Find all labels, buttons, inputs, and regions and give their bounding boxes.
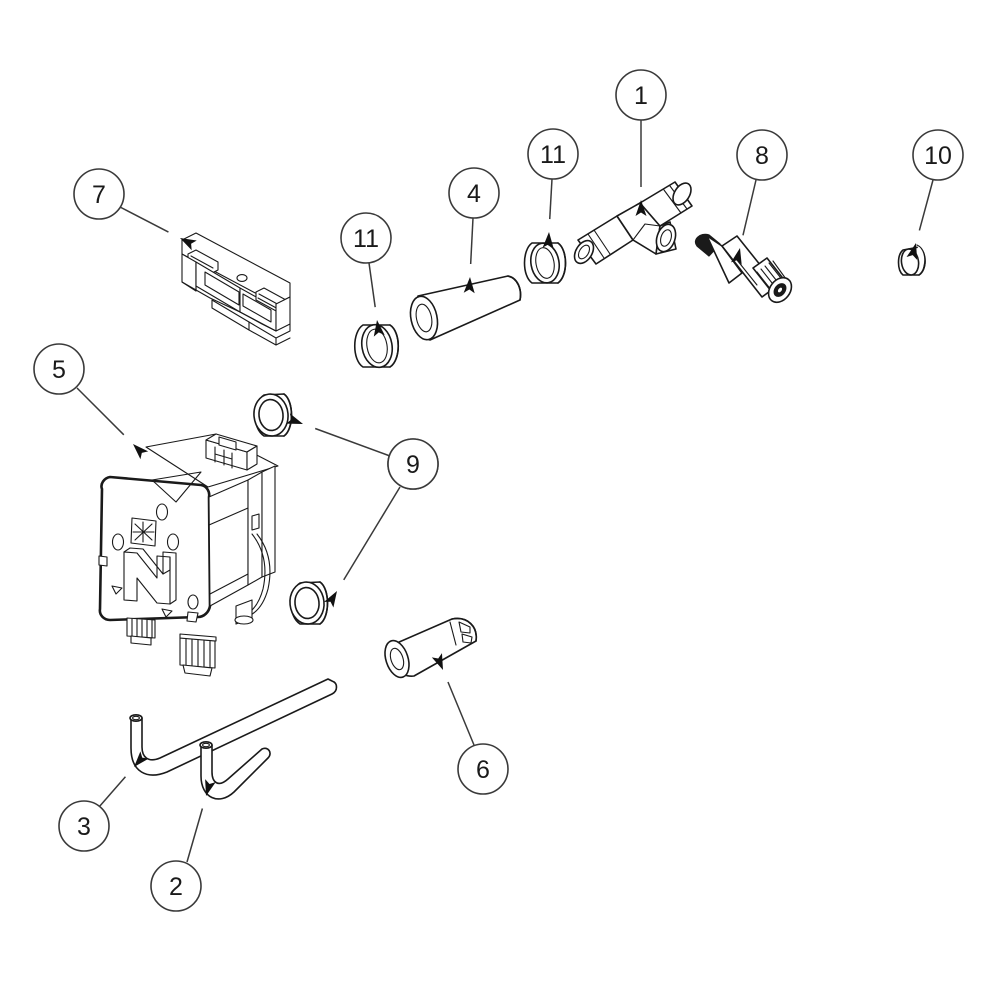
leader-line — [742, 179, 757, 236]
part-5-pump-housing — [98, 433, 279, 677]
leader-line — [368, 262, 376, 308]
balloon-circle[interactable] — [387, 438, 439, 490]
leader-line — [119, 206, 169, 233]
callout-7-mounting-bracket[interactable]: 7 — [73, 168, 197, 251]
part-7-mounting-bracket — [181, 232, 291, 346]
leader-line — [918, 179, 934, 231]
part-2-short-bent-tube — [199, 740, 271, 800]
balloon-circle[interactable] — [527, 128, 579, 180]
balloon-number: 4 — [467, 180, 481, 208]
part-11-hose-clamp-ring-right — [523, 242, 567, 284]
balloon-circle[interactable] — [150, 860, 202, 912]
balloon-number: 11 — [353, 225, 379, 253]
part-9-rubber-grommet-upper — [253, 393, 293, 437]
balloon-number: 9 — [406, 451, 420, 479]
balloon-number: 11 — [540, 141, 566, 169]
leader-line — [314, 427, 391, 457]
part-11-hose-clamp-ring-left — [353, 323, 400, 369]
callout-6-filter-canister[interactable]: 6 — [431, 653, 509, 795]
balloon-circle[interactable] — [340, 212, 392, 264]
callout-4-sleeve-tube[interactable]: 4 — [448, 167, 500, 294]
part-9-rubber-grommet-lower — [289, 581, 329, 625]
balloon-circle[interactable] — [736, 129, 788, 181]
balloon-number: 7 — [92, 181, 106, 209]
balloon-circle[interactable] — [33, 343, 85, 395]
balloon-circle[interactable] — [615, 69, 667, 121]
balloon-circle[interactable] — [58, 800, 110, 852]
balloon-circle[interactable] — [457, 743, 509, 795]
part-4-sleeve-tube — [409, 275, 522, 341]
part-6-filter-canister — [384, 617, 477, 679]
leader-arrowhead-icon — [129, 440, 149, 460]
leader-line — [447, 681, 475, 746]
balloon-number: 3 — [77, 813, 91, 841]
callout-5-pump-housing[interactable]: 5 — [33, 343, 149, 460]
balloon-number: 2 — [169, 873, 183, 901]
callout-11-hose-clamp-ring[interactable]: 11 — [527, 128, 579, 249]
snowflake-icon — [130, 517, 157, 547]
balloon-circle[interactable] — [912, 129, 964, 181]
balloon-number: 8 — [755, 142, 769, 170]
part-3-long-bent-tube — [129, 678, 338, 776]
leader-line — [76, 387, 125, 436]
balloon-circle[interactable] — [73, 168, 125, 220]
part-8-injector-nozzle — [694, 233, 793, 304]
leader-line — [186, 808, 204, 863]
callout-3-long-bent-tube[interactable]: 3 — [58, 751, 149, 852]
leader-line — [98, 776, 127, 808]
leader-line — [548, 178, 553, 220]
callout-8-injector-nozzle[interactable]: 8 — [730, 129, 788, 265]
callout-11-hose-clamp-ring[interactable]: 11 — [340, 212, 392, 337]
callout-9-rubber-grommet[interactable]: 9 — [324, 438, 439, 608]
balloon-number: 10 — [924, 142, 952, 170]
leader-line — [469, 217, 474, 265]
balloon-number: 1 — [634, 82, 648, 110]
balloon-circle[interactable] — [448, 167, 500, 219]
callout-1-tee-fitting[interactable]: 1 — [615, 69, 667, 216]
balloon-number: 5 — [52, 356, 66, 384]
callout-10-small-grommet[interactable]: 10 — [906, 129, 964, 260]
callout-2-short-bent-tube[interactable]: 2 — [150, 779, 216, 912]
leader-line — [343, 486, 401, 581]
callout-layer: 1118104711599632 — [33, 69, 964, 912]
balloon-number: 6 — [476, 756, 490, 784]
part-1-tee-fitting — [573, 181, 693, 265]
